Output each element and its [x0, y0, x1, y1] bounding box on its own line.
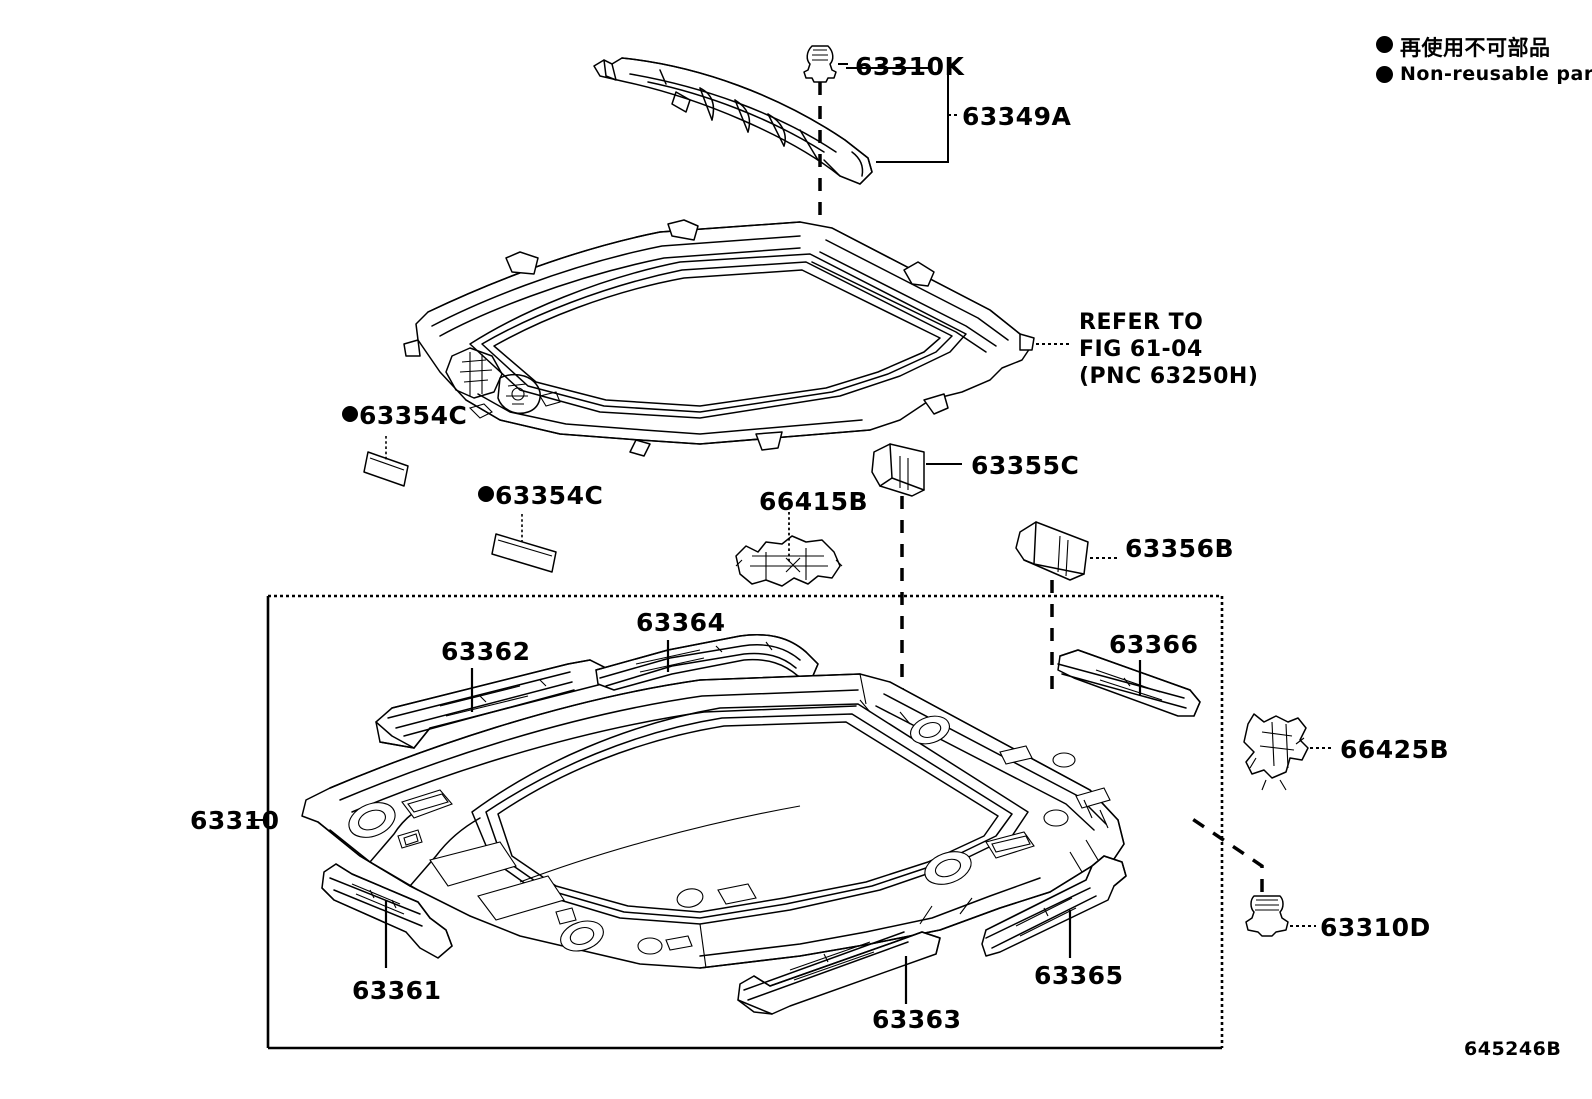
part-63366-artwork — [1057, 649, 1201, 717]
part-63362-artwork — [375, 659, 607, 749]
callout-63310k: 63310K — [855, 52, 965, 81]
legend-marker-jp — [1376, 36, 1393, 53]
callout-63365: 63365 — [1034, 961, 1124, 990]
callout-63354c-right: 63354C — [495, 481, 604, 510]
legend-english-text: Non-reusable part — [1400, 63, 1592, 85]
non-reusable-marker-63354c-left — [342, 406, 358, 422]
part-63310d-clip — [1245, 895, 1316, 937]
callout-66415b: 66415B — [759, 487, 869, 516]
callout-63361: 63361 — [352, 976, 442, 1005]
callout-63354c-left: 63354C — [359, 401, 468, 430]
leader-63349a — [846, 67, 958, 163]
reference-note: REFER TO FIG 61-04 (PNC 63250H) — [1079, 309, 1258, 390]
part-63310-roof-panel-artwork — [301, 673, 1125, 969]
callout-63310: 63310 — [190, 806, 280, 835]
reference-note-line1: REFER TO — [1079, 310, 1204, 335]
part-63349a-artwork — [593, 57, 873, 185]
part-63363-artwork — [737, 931, 941, 1015]
part-63354c-left-artwork — [363, 451, 409, 487]
diagram-id-code: 645246B — [1464, 1038, 1562, 1060]
legend-japanese-text: 再使用不可部品 — [1400, 36, 1551, 60]
part-63365-artwork — [981, 855, 1127, 957]
callout-63310d: 63310D — [1320, 913, 1431, 942]
callout-63363: 63363 — [872, 1005, 962, 1034]
part-63310k-clip — [803, 45, 848, 83]
reference-note-line3: (PNC 63250H) — [1079, 364, 1259, 389]
callout-63355c: 63355C — [971, 451, 1080, 480]
non-reusable-marker-63354c-right — [478, 486, 494, 502]
part-63355c-artwork — [871, 443, 925, 497]
callout-66425b: 66425B — [1340, 735, 1450, 764]
callout-63362: 63362 — [441, 637, 531, 666]
grouping-box — [266, 594, 1224, 1050]
part-sunroof-frame-artwork — [403, 219, 1035, 457]
part-63356b-artwork — [1015, 521, 1089, 581]
part-66415b-artwork — [735, 535, 843, 587]
part-66425b-artwork — [1243, 713, 1309, 791]
guide-line-63310d — [1187, 814, 1264, 892]
callout-63364: 63364 — [636, 608, 726, 637]
callout-63349a: 63349A — [962, 102, 1072, 131]
callout-63366: 63366 — [1109, 630, 1199, 659]
legend-marker-en — [1376, 66, 1393, 83]
part-63364-artwork — [595, 634, 819, 691]
reference-note-line2: FIG 61-04 — [1079, 337, 1203, 362]
callout-63356b: 63356B — [1125, 534, 1235, 563]
part-63354c-right-artwork — [491, 533, 557, 573]
